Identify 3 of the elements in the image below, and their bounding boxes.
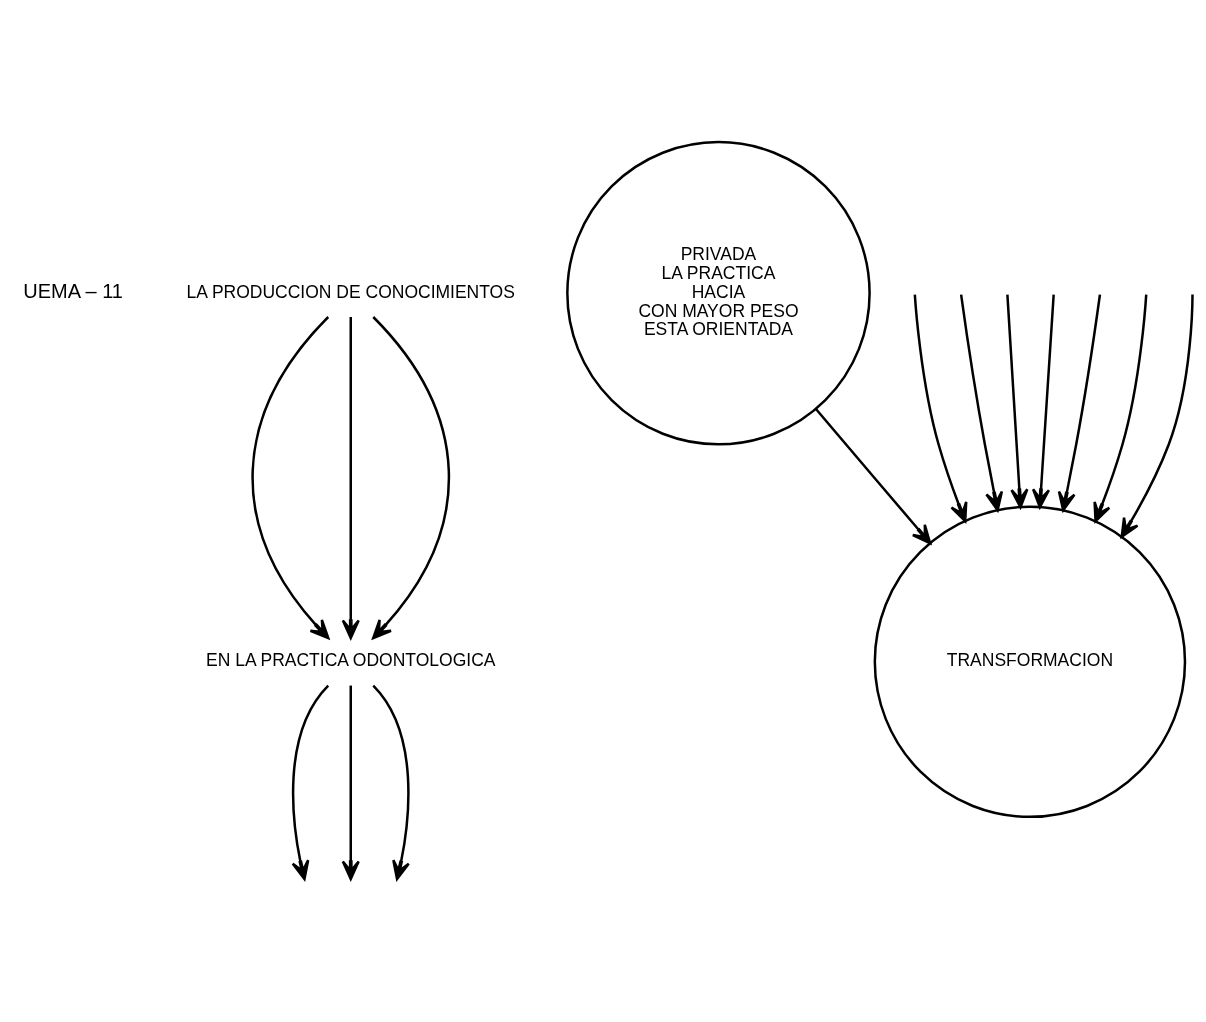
node-text: LA PRODUCCION DE CONOCIMIENTOS (186, 281, 515, 302)
label: UEMA – 11 (23, 280, 123, 302)
node-text: EN LA PRACTICA ODONTOLOGICA (206, 650, 496, 671)
